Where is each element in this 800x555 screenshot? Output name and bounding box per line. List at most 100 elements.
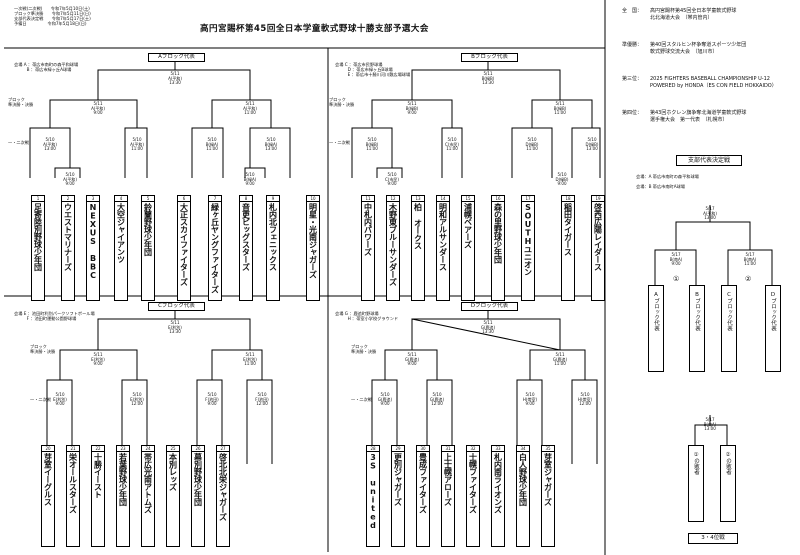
block-a-venue-2: B ：帯広市緑ヶ丘A球場 <box>14 67 72 72</box>
team-name: 明和アルサンダース <box>438 203 448 271</box>
rep-final-match: 5/17 A(平和) 13:00 <box>703 206 717 221</box>
third-place-match: 5/17 B(南A) 13:00 <box>703 417 717 432</box>
team-name: SOUTHユニオン <box>523 203 533 276</box>
block-a-round1-1: 5/10 A(平和) 9:00 <box>63 172 77 187</box>
team-name: 浦幌ベアーズ <box>463 203 473 248</box>
loser-1: ①の敗者 <box>688 445 704 522</box>
block-a-semi-1: 5/11 A(平和) 9:00 <box>91 101 105 116</box>
qual-line-2: 選手権大会 第一代表 （札幌市） <box>650 117 728 123</box>
rep-venue-1: 会場：A 帯広市南町の森平和球場 <box>636 174 699 179</box>
team-number: 33 <box>492 446 504 452</box>
team-number: 1 <box>32 196 44 202</box>
team-number: 14 <box>437 196 449 202</box>
block-d-semi-1: 5/11 G(鹿追) 9:00 <box>404 352 420 367</box>
qual-label: 全 国： <box>622 8 643 14</box>
team-number: 27 <box>217 446 229 452</box>
block-c-semi-2: 5/11 E(利別) 11:00 <box>243 352 257 367</box>
schedule-line-1: 一次戦(二次戦) 令和7年5月10日(土) <box>14 6 90 11</box>
team-number: 3 <box>87 196 99 202</box>
team-number: 31 <box>442 446 454 452</box>
team-number: 2 <box>62 196 74 202</box>
block-b-venue-3: E ：帯広市十勝川河川敷広場球場 <box>335 72 411 77</box>
block-c-venue-2: F ：池田町運動公園野球場 <box>14 316 77 321</box>
page-title: 高円宮賜杯第45回全日本学童軟式野球十勝支部予選大会 <box>200 24 429 34</box>
team-name: 啓西広陽レイダース <box>593 203 603 271</box>
block-d-round-label: 一・二次戦 <box>351 397 372 402</box>
block-c-label: Cブロック代表 <box>148 302 205 311</box>
block-d-round2-4: 5/10 H(帯室) 12:00 <box>577 392 593 407</box>
rep-entry-c: Cブロック代表 <box>721 285 737 372</box>
schedule-line-3: 支部代表決定戦 令和7年5月17日(土) <box>14 16 91 21</box>
team-number: 25 <box>167 446 179 452</box>
block-a-final-match: 5/11 A(平和) 13:30 <box>168 71 182 86</box>
block-a-venue-1: 会場 A ：帯広市南町の森平和球場 <box>14 62 79 67</box>
team-name: 幕別野球少年団 <box>193 453 203 506</box>
block-d-venue-2: H ：帯室小学校グラウンド <box>335 316 399 321</box>
block-c-round2-4: 5/10 F(池田) 12:00 <box>255 392 269 407</box>
schedule-line-2: ブロック準決勝 令和7年5月11日(日) <box>14 11 91 16</box>
team-name: 上士幌アローズ <box>443 453 453 506</box>
block-c-final-match: 5/11 E(利別) 13:30 <box>168 320 182 335</box>
team-number: 4 <box>115 196 127 202</box>
block-a-stage-label: ブロック 準決勝・決勝 <box>8 97 34 107</box>
block-b-round1-1: 5/10 C(市民) 9:00 <box>385 172 399 187</box>
block-a-round-label: 一・二次戦 <box>8 140 29 145</box>
qual-line-2: POWERED by HONDA（ES CON FIELD HOKKAIDO） <box>650 83 777 89</box>
block-b-round2-4: 5/10 D(緑B) 13:00 <box>585 137 599 152</box>
block-d-semi-2: 5/11 G(鹿追) 11:00 <box>552 352 568 367</box>
team-name: 3S united <box>368 453 378 530</box>
team-name: 中札内パワーズ <box>363 203 373 256</box>
qual-label: 第四位： <box>622 110 643 116</box>
team-name: 士幌ファイターズ <box>468 453 478 513</box>
block-d-venue-1: 会場 G ：鹿追町野球場 <box>335 311 379 316</box>
team-number: 29 <box>392 446 404 452</box>
team-name: 木野東ブルーサンダーズ <box>388 203 398 286</box>
qual-label: 第三位： <box>622 76 643 82</box>
block-d-label: Dブロック代表 <box>461 302 518 311</box>
block-b-semi-2: 5/11 B(緑B) 11:00 <box>553 101 567 116</box>
qual-line-2: 軟式野球交流大会 （旭川市） <box>650 49 718 55</box>
block-b-semi-1: 5/11 B(緑B) 9:00 <box>405 101 419 116</box>
team-number: 13 <box>412 196 424 202</box>
block-d-stage-label: ブロック 準決勝・決勝 <box>351 344 377 354</box>
block-c-venue-1: 会場 E ：池田町利別パークソフトボール場 <box>14 311 95 316</box>
rep-final-title: 支部代表決定戦 <box>676 155 742 166</box>
block-d-round2-2: 5/10 G(鹿追) 12:00 <box>429 392 445 407</box>
team-number: 32 <box>467 446 479 452</box>
team-name: 本別レッズ <box>168 453 178 491</box>
qual-line-1: 第43回ホクレン旗争奪北海道学童軟式野球 <box>650 110 747 116</box>
team-number: 16 <box>492 196 504 202</box>
qual-line-1: 高円宮賜杯第45回全日本学童軟式野球 <box>650 8 737 14</box>
team-name: 札内北フェニックス <box>268 203 278 271</box>
block-c-semi-1: 5/11 E(利別) 9:00 <box>91 352 105 367</box>
block-c-round2-3: 5/10 F(池田) 9:00 <box>205 392 219 407</box>
marker-1: ① <box>673 275 680 283</box>
team-number: 7 <box>209 196 221 202</box>
block-b-final-match: 5/11 B(緑B) 13:30 <box>481 71 495 86</box>
